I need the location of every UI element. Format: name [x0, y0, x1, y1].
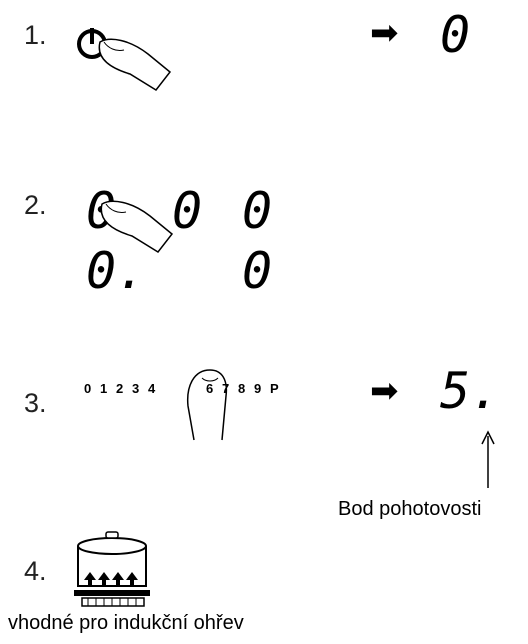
- level-4: 4: [148, 381, 156, 396]
- level-P: P: [270, 381, 279, 396]
- level-6: 6: [206, 381, 213, 396]
- finger-pointer-icon: [98, 38, 172, 91]
- step-3-number: 3.: [24, 388, 47, 418]
- level-9: 9: [254, 381, 261, 396]
- level-2: 2: [116, 381, 123, 396]
- finger-pointer-icon: [100, 200, 174, 253]
- level-0: 0: [84, 381, 91, 396]
- right-arrow-icon: ➡: [370, 14, 399, 52]
- finger-pointer-icon: [186, 369, 228, 441]
- zone-display-3: 0: [242, 182, 273, 240]
- step-1-display: 0: [440, 6, 471, 64]
- up-arrow-icon: [481, 430, 495, 488]
- step-3-display: 5.: [440, 362, 501, 420]
- zone-display-4: 0.: [86, 242, 147, 300]
- step-1-number: 1.: [24, 20, 47, 50]
- right-arrow-icon: ➡: [370, 372, 399, 410]
- power-level-slider: 0 1 2 3 4 6 7 8 9 P: [84, 381, 279, 396]
- level-8: 8: [238, 381, 245, 396]
- induction-caption: vhodné pro indukční ohřev: [8, 612, 244, 634]
- zone-display-5: 0: [242, 242, 273, 300]
- level-1: 1: [100, 381, 107, 396]
- step-4-number: 4.: [24, 556, 47, 586]
- standby-label: Bod pohotovosti: [338, 498, 482, 520]
- induction-pot-icon: [74, 531, 150, 607]
- step-2-number: 2.: [24, 190, 47, 220]
- zone-display-2: 0: [172, 182, 203, 240]
- level-3: 3: [132, 381, 139, 396]
